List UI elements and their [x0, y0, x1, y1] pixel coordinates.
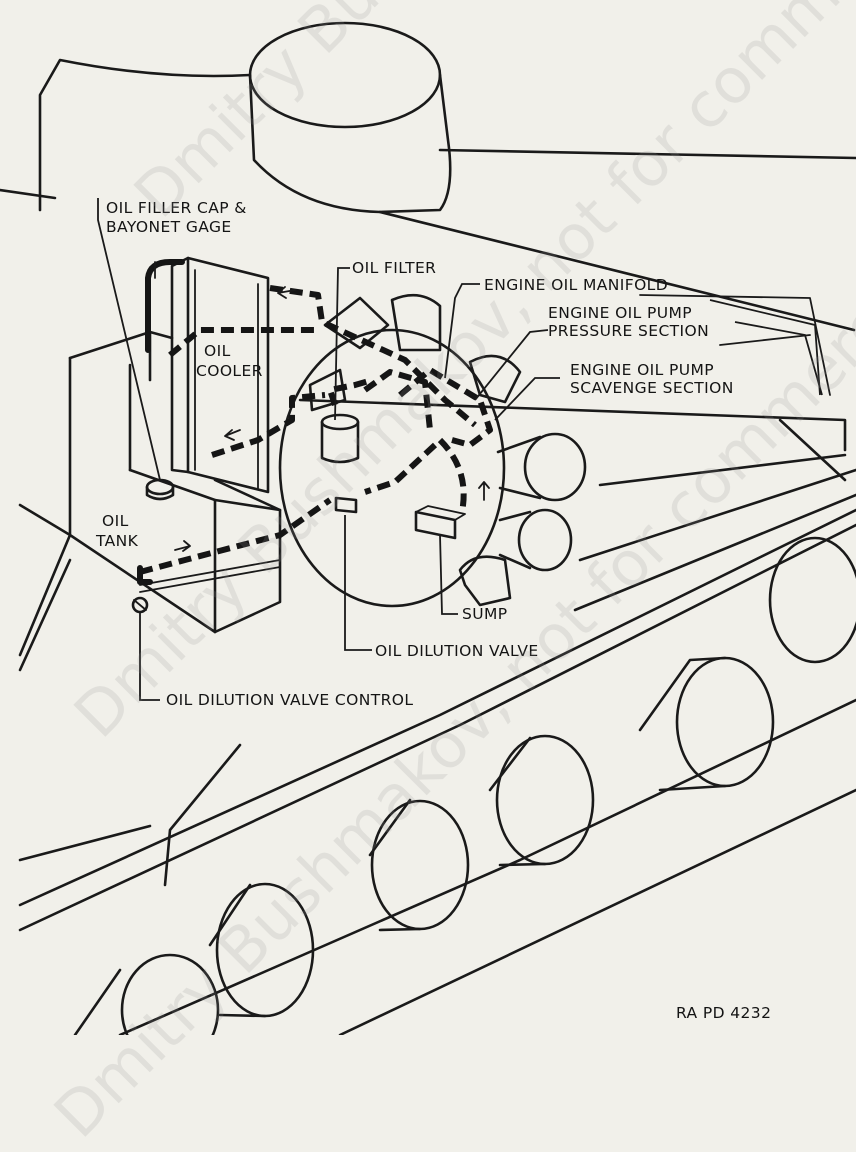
label-oil-dilution-valve: OIL DILUTION VALVE [375, 642, 539, 660]
flow-arrows [154, 261, 490, 552]
callout-labels: OIL FILLER CAP & BAYONET GAGE OIL FILTER… [95, 199, 771, 1022]
label-oil-filter: OIL FILTER [352, 259, 436, 277]
leader-lines [97, 198, 823, 701]
radial-engine [278, 293, 587, 608]
figure-reference: RA PD 4232 [676, 1004, 771, 1022]
label-oil-tank-2: TANK [95, 532, 139, 550]
label-oil-filler-cap: OIL FILLER CAP & [106, 199, 247, 217]
label-oil-tank-1: OIL [102, 512, 129, 530]
label-oil-dilution-valve-control: OIL DILUTION VALVE CONTROL [166, 691, 413, 709]
label-oil-cooler-1: OIL [204, 342, 231, 360]
diagram-drawing: OIL FILLER CAP & BAYONET GAGE OIL FILTER… [0, 21, 856, 1035]
label-pump-pressure-2: PRESSURE SECTION [548, 322, 709, 340]
track-assembly [18, 468, 856, 1035]
label-engine-oil-manifold: ENGINE OIL MANIFOLD [484, 276, 668, 294]
label-sump: SUMP [462, 605, 508, 623]
label-pump-scavenge-2: SCAVENGE SECTION [570, 379, 734, 397]
label-bayonet-gage: BAYONET GAGE [106, 218, 232, 236]
label-pump-scavenge-1: ENGINE OIL PUMP [570, 361, 714, 379]
label-pump-pressure-1: ENGINE OIL PUMP [548, 304, 692, 322]
label-oil-cooler-2: COOLER [196, 362, 263, 380]
